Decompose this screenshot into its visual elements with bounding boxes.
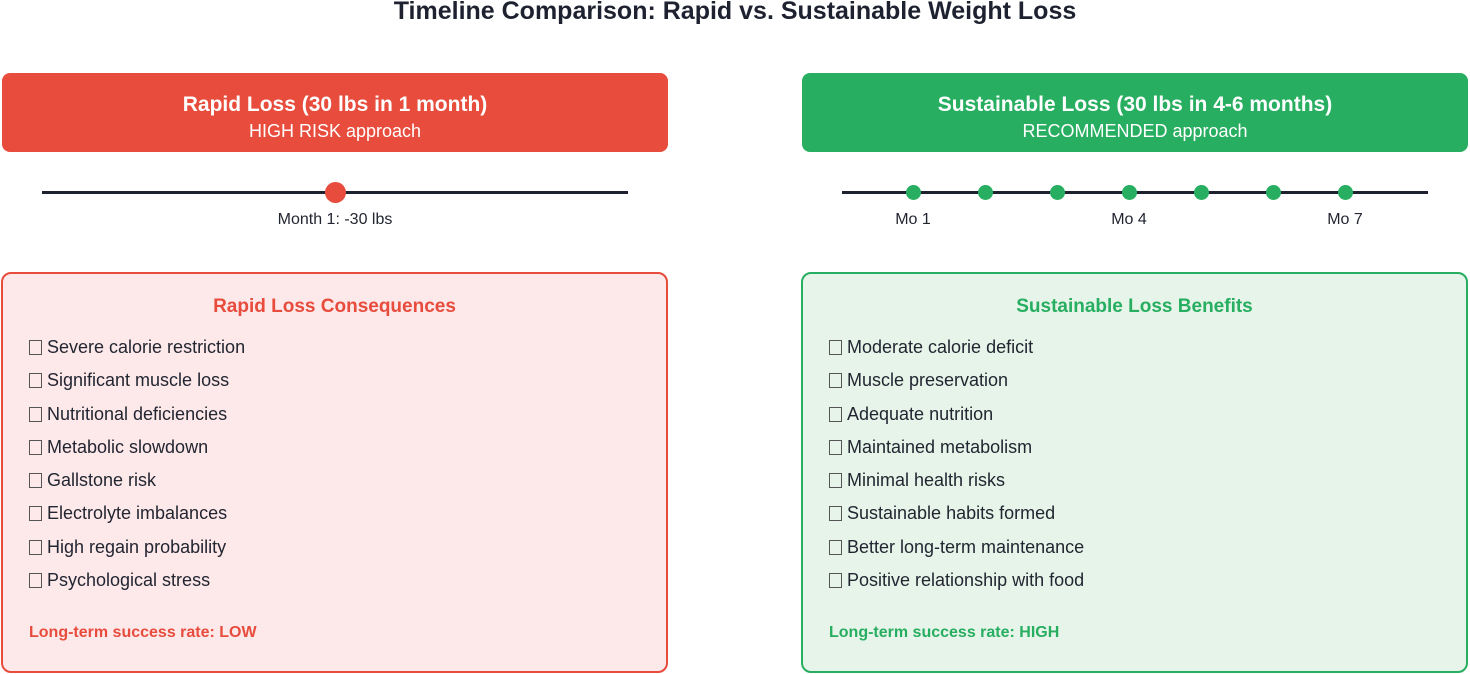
- list-item-text: Electrolyte imbalances: [47, 503, 228, 524]
- sustainable-header-title: Sustainable Loss (30 lbs in 4-6 months): [937, 93, 1333, 116]
- list-item: Adequate nutrition: [829, 403, 1084, 436]
- list-item: Maintained metabolism: [829, 436, 1084, 469]
- list-item-text: Gallstone risk: [47, 470, 157, 491]
- rapid-timeline-dot: [325, 182, 346, 203]
- missing-glyph-icon: [29, 406, 42, 422]
- list-item: Positive relationship with food: [829, 569, 1084, 602]
- sustainable-timeline-label: Mo 1: [895, 211, 931, 228]
- sustainable-timeline-dot: [1194, 185, 1209, 200]
- list-item: Severe calorie restriction: [29, 336, 245, 369]
- missing-glyph-icon: [829, 573, 842, 589]
- missing-glyph-icon: [29, 573, 42, 589]
- page-title: Timeline Comparison: Rapid vs. Sustainab…: [393, 0, 1077, 25]
- list-item-text: Maintained metabolism: [847, 436, 1033, 457]
- list-item: Gallstone risk: [29, 469, 245, 502]
- list-item-text: Severe calorie restriction: [47, 337, 246, 357]
- missing-glyph-icon: [829, 373, 842, 389]
- rapid-header-subtitle: HIGH RISK approach: [248, 121, 422, 141]
- sustainable-panel-title: Sustainable Loss Benefits: [1016, 296, 1253, 317]
- rapid-success-rate: Long-term success rate: LOW: [29, 624, 257, 641]
- missing-glyph-icon: [829, 539, 842, 555]
- missing-glyph-icon: [829, 439, 842, 455]
- list-item: Electrolyte imbalances: [29, 502, 245, 535]
- list-item: Sustainable habits formed: [829, 502, 1084, 535]
- list-item-text: Moderate calorie deficit: [847, 337, 1034, 357]
- list-item: Metabolic slowdown: [29, 436, 245, 469]
- list-item-text: Sustainable habits formed: [847, 503, 1056, 524]
- missing-glyph-icon: [29, 340, 42, 355]
- list-item-text: Psychological stress: [47, 570, 211, 591]
- list-item: Minimal health risks: [829, 469, 1084, 502]
- list-item: Muscle preservation: [829, 369, 1084, 402]
- sustainable-header-subtitle: RECOMMENDED approach: [1022, 121, 1248, 141]
- list-item-text: Adequate nutrition: [847, 403, 994, 424]
- list-item-text: Positive relationship with food: [847, 570, 1085, 591]
- missing-glyph-icon: [29, 373, 42, 389]
- list-item: Psychological stress: [29, 569, 245, 602]
- sustainable-benefits-panel: Sustainable Loss Benefits Moderate calor…: [801, 272, 1468, 673]
- list-item-text: Nutritional deficiencies: [47, 403, 228, 424]
- list-item-text: Significant muscle loss: [47, 370, 230, 391]
- sustainable-timeline-dot: [1122, 185, 1137, 200]
- missing-glyph-icon: [29, 506, 42, 522]
- sustainable-timeline-label: Mo 4: [1111, 211, 1147, 228]
- list-item-text: Better long-term maintenance: [847, 536, 1085, 557]
- missing-glyph-icon: [29, 539, 42, 555]
- list-item-text: Minimal health risks: [847, 470, 1006, 491]
- missing-glyph-icon: [829, 340, 842, 355]
- list-item: High regain probability: [29, 536, 245, 569]
- list-item-text: Muscle preservation: [847, 370, 1009, 391]
- sustainable-timeline-dot: [978, 185, 993, 200]
- sustainable-timeline-dot: [906, 185, 921, 200]
- missing-glyph-icon: [829, 473, 842, 489]
- rapid-header: Rapid Loss (30 lbs in 1 month) HIGH RISK…: [2, 73, 668, 152]
- rapid-timeline-label: Month 1: -30 lbs: [277, 211, 393, 228]
- rapid-panel-title: Rapid Loss Consequences: [213, 296, 456, 317]
- missing-glyph-icon: [829, 506, 842, 522]
- missing-glyph-icon: [29, 473, 42, 489]
- rapid-header-title: Rapid Loss (30 lbs in 1 month): [182, 93, 488, 116]
- list-item: Nutritional deficiencies: [29, 403, 245, 436]
- sustainable-success-rate: Long-term success rate: HIGH: [829, 624, 1060, 641]
- missing-glyph-icon: [829, 406, 842, 422]
- list-item: Significant muscle loss: [29, 369, 245, 402]
- list-item: Moderate calorie deficit: [829, 336, 1084, 369]
- list-item-text: High regain probability: [47, 536, 227, 557]
- list-item-text: Metabolic slowdown: [47, 436, 209, 457]
- sustainable-timeline-dot: [1050, 185, 1065, 200]
- list-item: Better long-term maintenance: [829, 536, 1084, 569]
- missing-glyph-icon: [29, 439, 42, 455]
- rapid-consequences-panel: Rapid Loss Consequences Severe calorie r…: [1, 272, 668, 673]
- sustainable-timeline-dot: [1266, 185, 1281, 200]
- sustainable-header: Sustainable Loss (30 lbs in 4-6 months) …: [802, 73, 1468, 152]
- sustainable-timeline-dot: [1338, 185, 1353, 200]
- sustainable-timeline-label: Mo 7: [1327, 211, 1363, 228]
